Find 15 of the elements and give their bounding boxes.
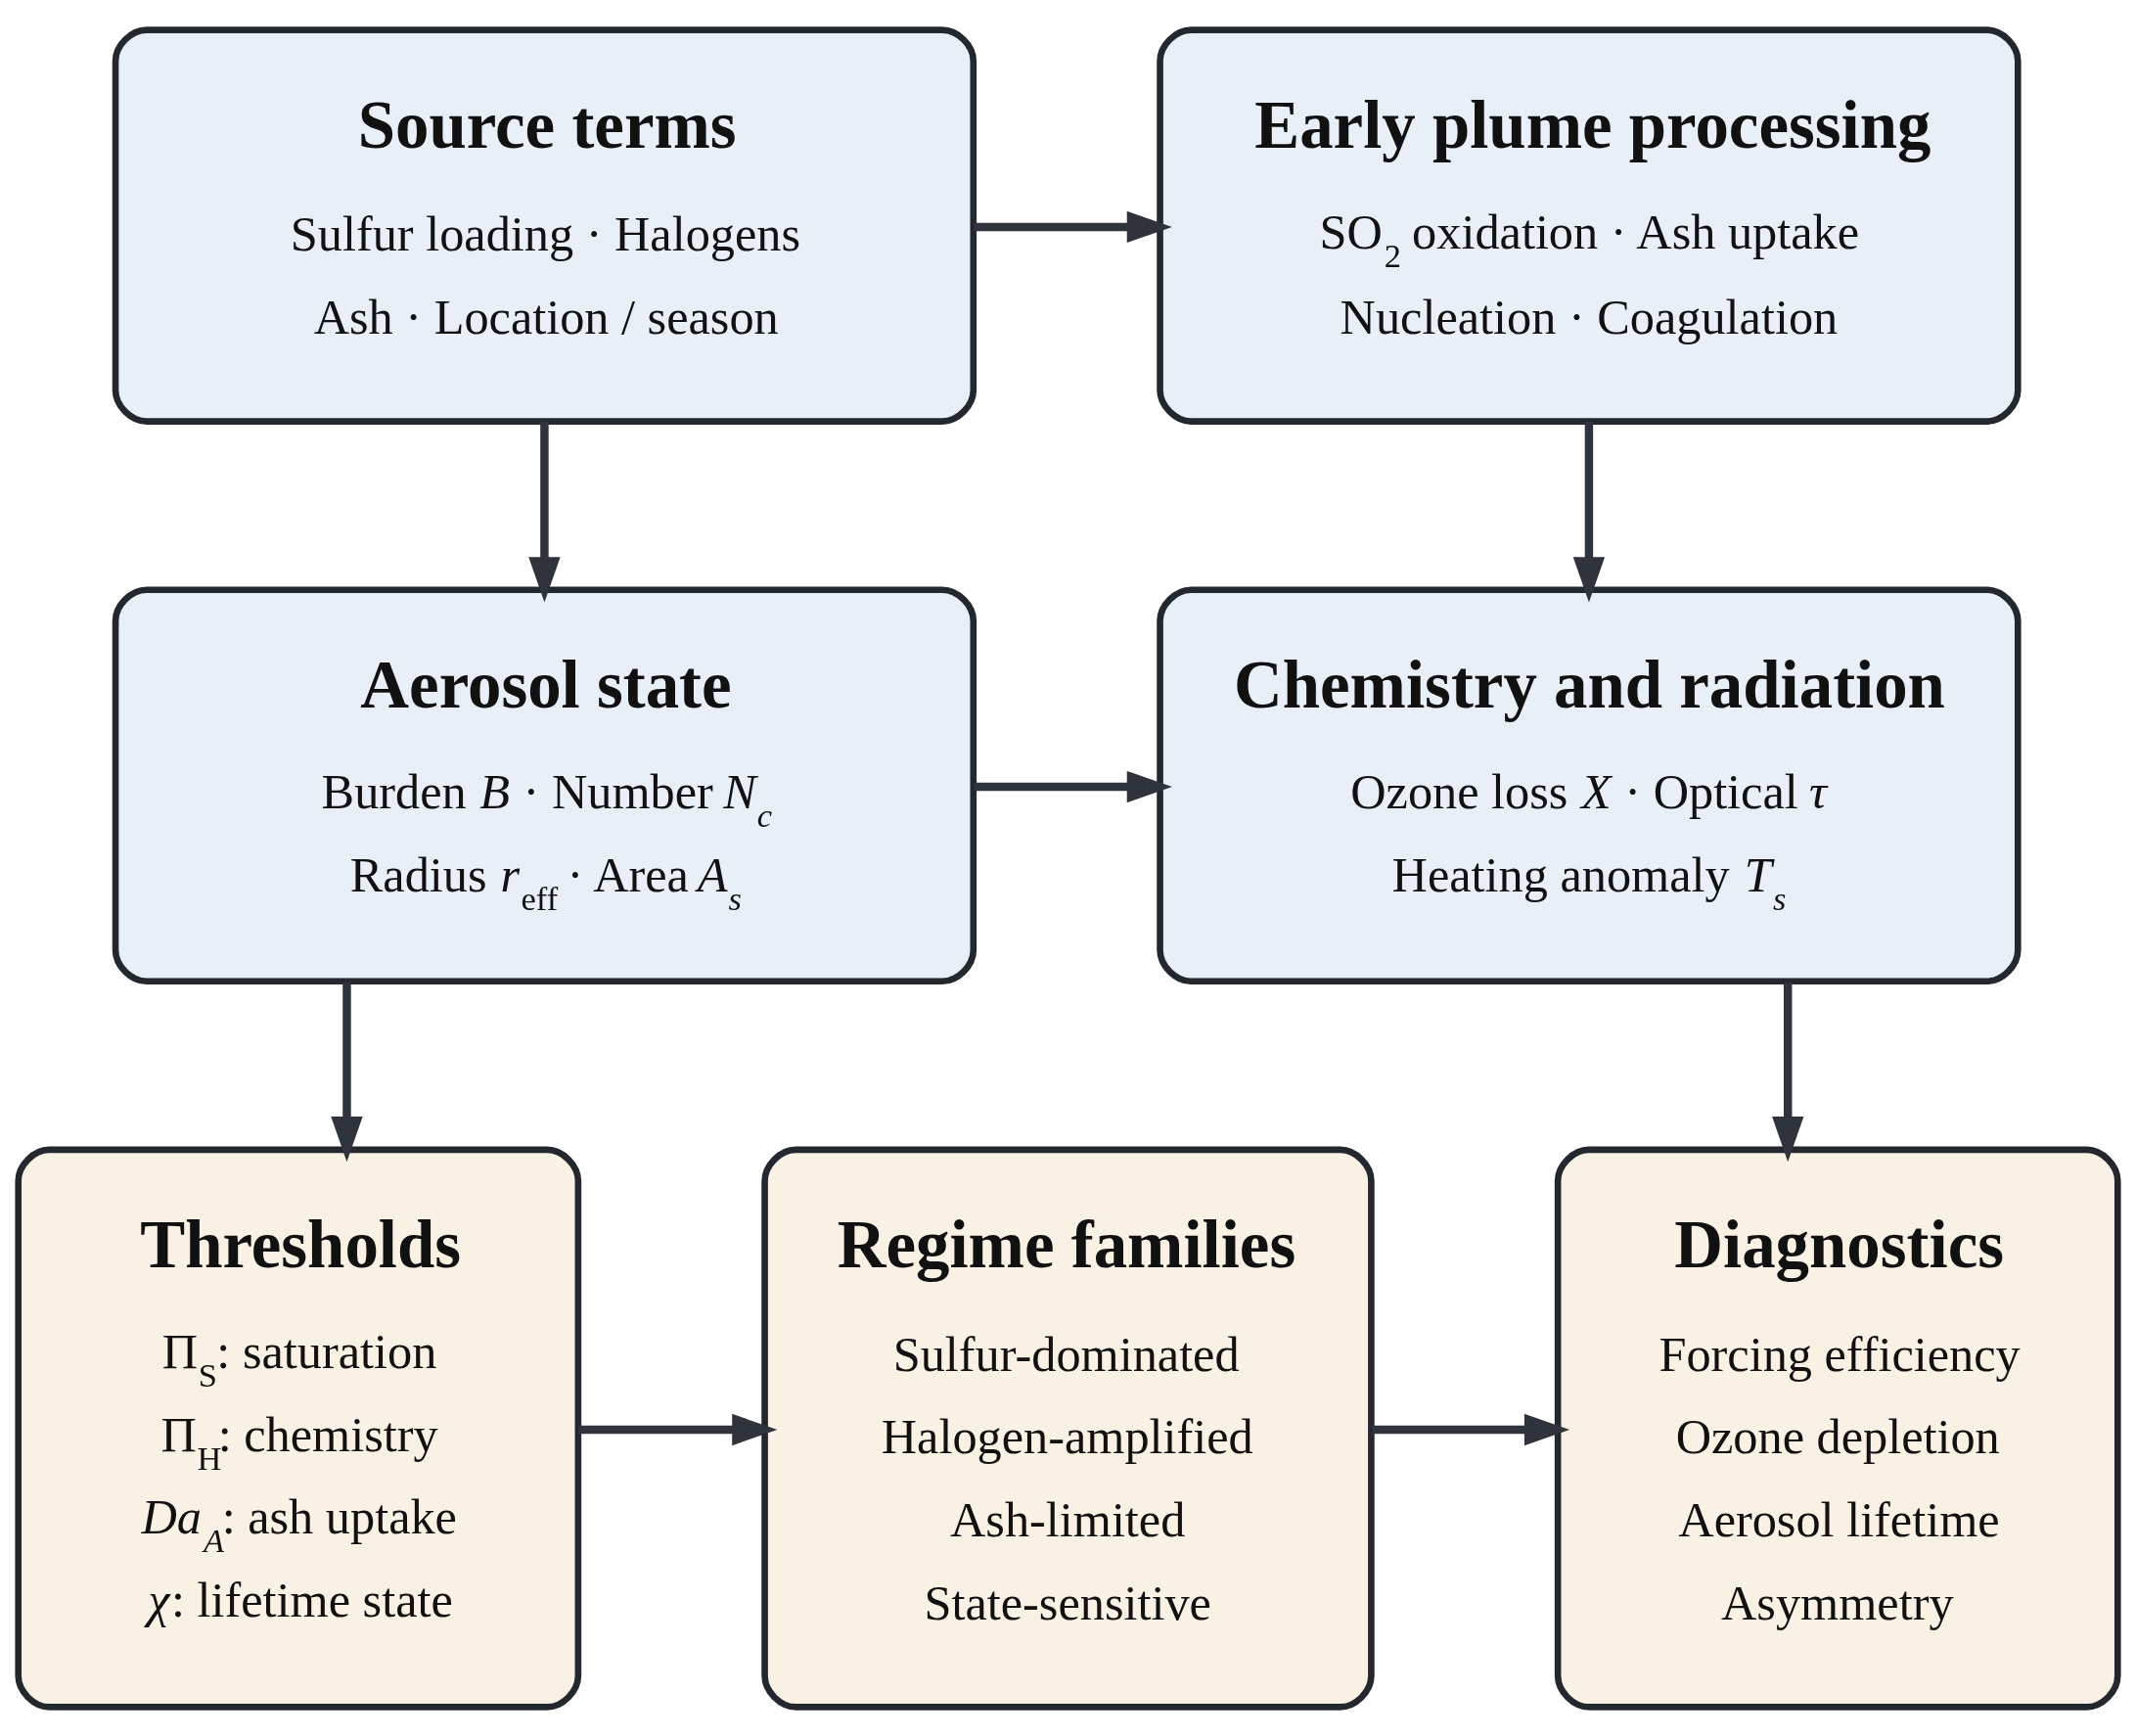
arrow [331,981,363,1162]
node-box: Thresholds Π$_{S}$: saturation Π$_{H}$: chemistry Da$_{A}$: ash uptake χ: lifetime state [15,1146,582,1711]
node-box: Early plume processing SO$_{2}$ oxidation · Ash uptake Nucleation · Coagulation [1157,25,2022,425]
node-box: Regime families Sulfur-dominated Halogen-amplified Ash-limited State-sensitive [761,1146,1375,1711]
arrow [578,1413,778,1445]
node-box: Aerosol state Burden B · Number N$_{c}$ Radius r$_{eff}$ · Area A$_{s}$ [112,585,977,984]
arrow [974,210,1172,243]
node-box: Diagnostics Forcing efficiency Ozone depletion Aerosol lifetime Asymmetry [1554,1146,2121,1711]
arrow [974,770,1172,802]
arrow [528,421,561,603]
arrow [1372,1413,1570,1445]
node-box: Chemistry and radiation Ozone loss X · Optical τ Heating anomaly T$_{s}$ [1157,585,2022,984]
arrow [1772,981,1804,1162]
arrow [1572,421,1606,603]
node-box: Source terms Sulfur loading · Halogens Ash · Location / season [112,25,977,425]
